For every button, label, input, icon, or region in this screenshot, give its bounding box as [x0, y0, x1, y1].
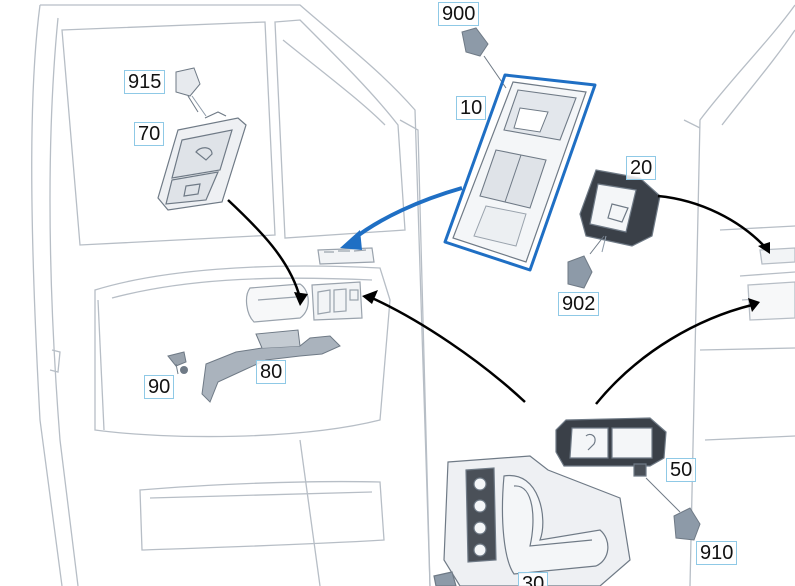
van-left-door-outline: [31, 4, 431, 586]
connector-902: [567, 235, 605, 289]
callout-20: 20: [626, 156, 657, 180]
callout-902: 902: [558, 292, 600, 316]
connector-900: [461, 27, 507, 89]
part-10-window-switch-block: [443, 73, 597, 272]
callout-900: 900: [438, 2, 480, 26]
connector-915: [175, 67, 201, 113]
callout-70: 70: [134, 122, 165, 146]
callout-10: 10: [456, 96, 487, 120]
highlight-arrow: [340, 186, 463, 250]
callout-80: 80: [256, 360, 287, 384]
pointer-arrows: [227, 194, 767, 405]
leader-lines: [191, 95, 607, 253]
connector-910: [645, 477, 701, 541]
arrow-heads: [294, 242, 770, 312]
part-90-clip: [167, 351, 188, 375]
callout-910: 910: [696, 541, 738, 565]
part-30-seat-adjust-switch: [433, 455, 631, 586]
part-70-lock-switch: [157, 111, 247, 211]
callout-915: 915: [124, 70, 166, 94]
callout-50: 50: [666, 458, 697, 482]
part-20-switch: [579, 169, 661, 247]
door-switch-panel: [245, 247, 375, 323]
part-80-bracket: [201, 329, 341, 403]
callout-30: 30: [518, 572, 549, 586]
van-right-door-outline: [683, 4, 795, 586]
callout-90: 90: [144, 375, 175, 399]
part-50-seat-heating-switch: [555, 417, 667, 477]
